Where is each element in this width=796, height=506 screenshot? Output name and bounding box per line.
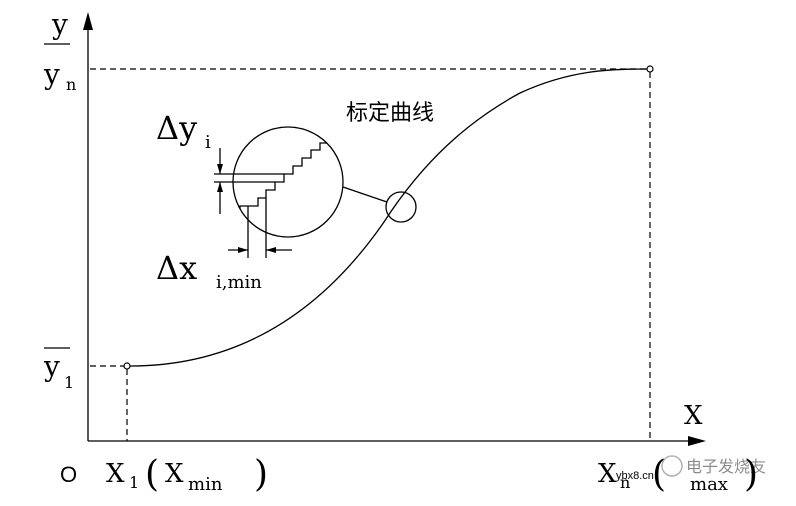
zoom-staircase [239, 135, 338, 215]
delta-x-symbol: Δx [156, 249, 197, 287]
watermark-logo: 电子发烧友 [661, 455, 766, 477]
delta-y-arrow-down [217, 164, 223, 174]
delta-x-subscript: i,min [216, 272, 262, 293]
delta-y-symbol: Δy [156, 109, 197, 147]
yn-symbol: y [43, 58, 60, 91]
yn-subscript: n [66, 75, 76, 94]
watermark-logo-text: 电子发烧友 [686, 458, 766, 476]
watermark-logo-icon [661, 455, 683, 477]
y-axis-label: y [51, 8, 68, 41]
curve-label: 标定曲线 [346, 100, 434, 125]
x-axis-arrow [688, 436, 706, 446]
xn-paren-close: ) [744, 454, 758, 495]
xmin-subscript: min [188, 474, 223, 495]
delta-y-delta: Δ [156, 109, 179, 147]
start-point [123, 362, 131, 370]
xn-symbol: X [598, 459, 617, 489]
y-axis-arrow [83, 12, 93, 30]
xmin-symbol: X [165, 459, 184, 489]
delta-x-delta: Δ [156, 249, 179, 287]
delta-x-var: x [179, 249, 197, 287]
calibration-curve [129, 68, 648, 367]
watermark-site: ybx8.cn [616, 470, 654, 482]
delta-y-subscript: i [205, 132, 211, 153]
xmax-subscript: max [690, 474, 728, 495]
delta-x-arrow-left [266, 247, 276, 253]
y1-subscript: 1 [64, 373, 74, 392]
x-axis-label: X [684, 401, 703, 431]
x1-paren-open: ( [145, 454, 159, 495]
xn-paren-open: ( [652, 454, 666, 495]
x1-symbol: X [106, 459, 125, 489]
xn-subscript: n [620, 473, 630, 492]
end-point [646, 65, 654, 73]
delta-y-var: y [178, 109, 197, 147]
delta-y-arrow-up [217, 182, 223, 192]
staircase-path [239, 135, 338, 215]
zoom-marker-circle [385, 191, 417, 223]
x1-subscript: 1 [129, 473, 139, 492]
y1-symbol: y [43, 350, 60, 383]
x1-paren-close: ) [254, 454, 268, 495]
zoom-connector [342, 186, 388, 203]
delta-x-arrow-right [238, 247, 248, 253]
origin-label: O [60, 462, 77, 487]
